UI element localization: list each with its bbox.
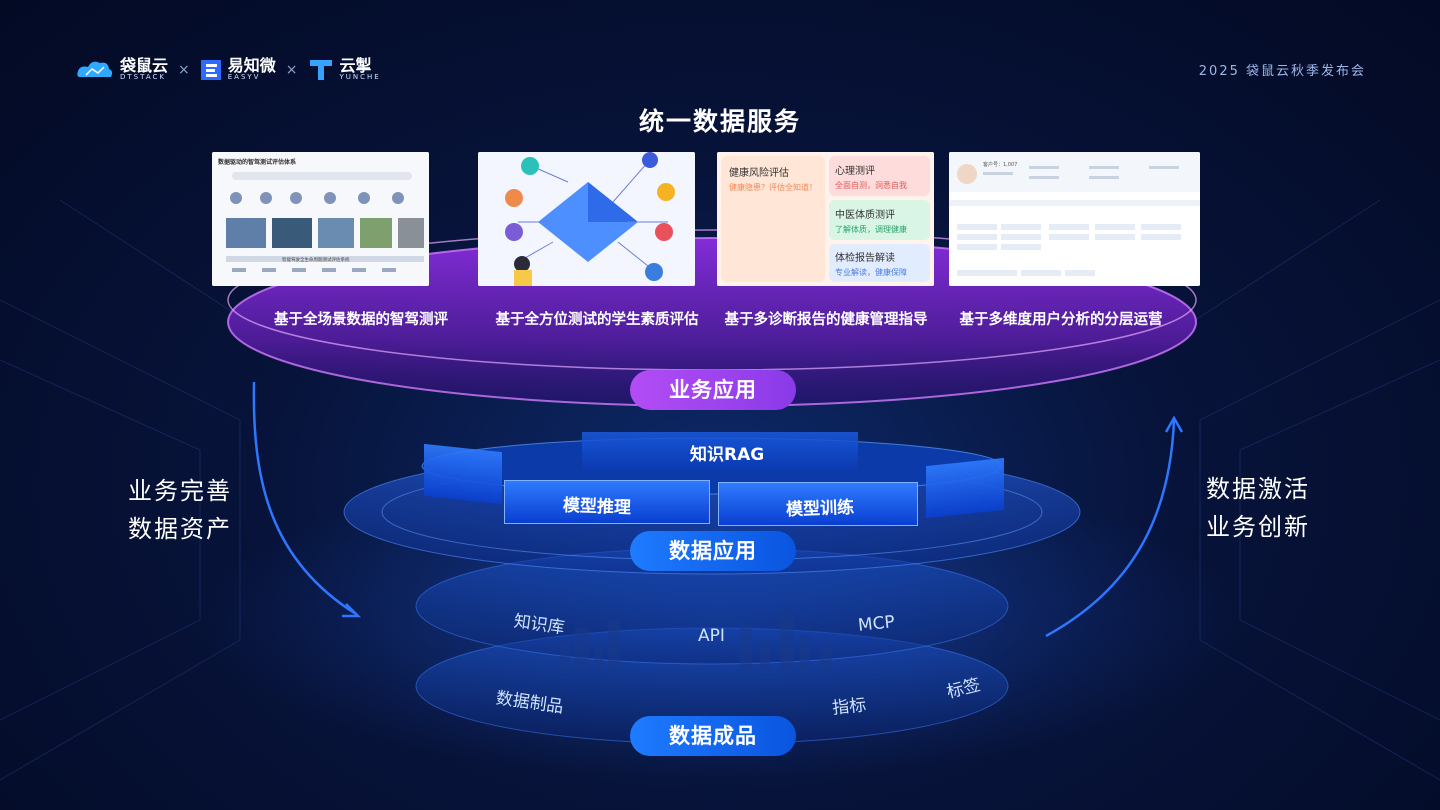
page-title: 统一数据服务 — [638, 107, 801, 136]
yunche-logo-icon — [309, 60, 332, 80]
report-tile: 体检报告解读 专业解读，健康保障 — [829, 244, 930, 282]
card-caption-autodrive: 基于全场景数据的智驾测评 — [274, 312, 448, 328]
card-student-image — [478, 152, 695, 286]
logo-separator: × — [285, 62, 298, 78]
rag-label: 知识RAG — [690, 445, 765, 465]
easyv-logo-icon — [200, 60, 221, 80]
card-user-image: 客户号：1,007 — [949, 152, 1200, 286]
inference-label: 模型推理 — [562, 495, 632, 519]
segment-inference — [504, 480, 710, 524]
card-img-footer: 智能驾驶全生命周期测试评估系统 — [282, 256, 350, 263]
tcm-tile: 中医体质测评 了解体质，调理健康 — [829, 200, 930, 240]
ring-label-api: API — [698, 626, 725, 646]
segment-right — [926, 457, 1004, 519]
dtstack-logo: 袋鼠云 DTSTACK — [76, 56, 169, 81]
tile-title: 中医体质测评 — [835, 210, 895, 221]
left-text-line: 业务完善 — [128, 477, 232, 505]
segment-rag — [582, 432, 858, 470]
tile-title: 体检报告解读 — [835, 253, 895, 264]
logo-sub: DTSTACK — [120, 73, 166, 81]
logo-name: 易知微 — [227, 56, 276, 75]
segment-training — [718, 482, 918, 526]
psych-tile: 心理测评 全面自测，洞悉自我 — [829, 156, 930, 196]
logo-sub: YUNCHE — [339, 73, 381, 81]
right-text-line: 数据激活 — [1206, 475, 1310, 503]
logo-name: 袋鼠云 — [120, 56, 169, 75]
left-text-block: 业务完善 数据资产 — [128, 472, 232, 548]
easyv-logo: 易知微 EASYV — [200, 56, 276, 81]
logo-sub: EASYV — [227, 73, 261, 81]
yunche-logo: 云掣 YUNCHE — [308, 58, 381, 82]
card-health-image: 健康风险评估 健康隐患？评估全知道！ 心理测评 全面自测，洞悉自我 中医体质测评… — [717, 152, 934, 286]
tile-title: 健康风险评估 — [729, 168, 789, 179]
logo-separator: × — [178, 62, 190, 78]
tile-sub: 健康隐患？评估全知道！ — [729, 183, 817, 192]
card-img-title: 数据驱动的智驾测试评估体系 — [218, 158, 296, 166]
left-text-line: 数据资产 — [128, 515, 232, 543]
layer-data-app-pill: 数据应用 — [630, 531, 796, 571]
card-caption-student: 基于全方位测试的学生素质评估 — [495, 312, 699, 328]
card-autodrive-image: 数据驱动的智驾测试评估体系 智能驾驶全生命周期测试评估系统 — [212, 152, 429, 286]
tile-sub: 了解体质，调理健康 — [835, 225, 907, 234]
tile-sub: 专业解读，健康保障 — [835, 268, 907, 277]
segment-left — [424, 443, 502, 505]
logo-bar: 袋鼠云 DTSTACK × 易知微 EASYV × 云掣 YUNCHE — [76, 56, 381, 84]
logo-name: 云掣 — [339, 56, 372, 75]
training-label: 模型训练 — [785, 497, 855, 521]
layer-business-app-pill: 业务应用 — [630, 370, 796, 410]
event-title: 2025 袋鼠云秋季发布会 — [1198, 64, 1366, 79]
layer-data-product-pill: 数据成品 — [630, 716, 796, 756]
card-caption-health: 基于多诊断报告的健康管理指导 — [724, 312, 928, 328]
cloud-logo-icon — [77, 61, 113, 77]
card-caption-user: 基于多维度用户分析的分层运营 — [959, 312, 1163, 328]
right-text-line: 业务创新 — [1206, 513, 1310, 541]
card-img-title: 客户号：1,007 — [983, 161, 1017, 168]
right-text-block: 数据激活 业务创新 — [1206, 470, 1310, 546]
ring-label-mcp: MCP — [857, 612, 896, 636]
health-risk-tile: 健康风险评估 健康隐患？评估全知道！ — [721, 156, 825, 282]
tile-sub: 全面自测，洞悉自我 — [835, 181, 907, 190]
tile-title: 心理测评 — [835, 166, 875, 177]
ring-label-indicator: 指标 — [831, 695, 868, 719]
